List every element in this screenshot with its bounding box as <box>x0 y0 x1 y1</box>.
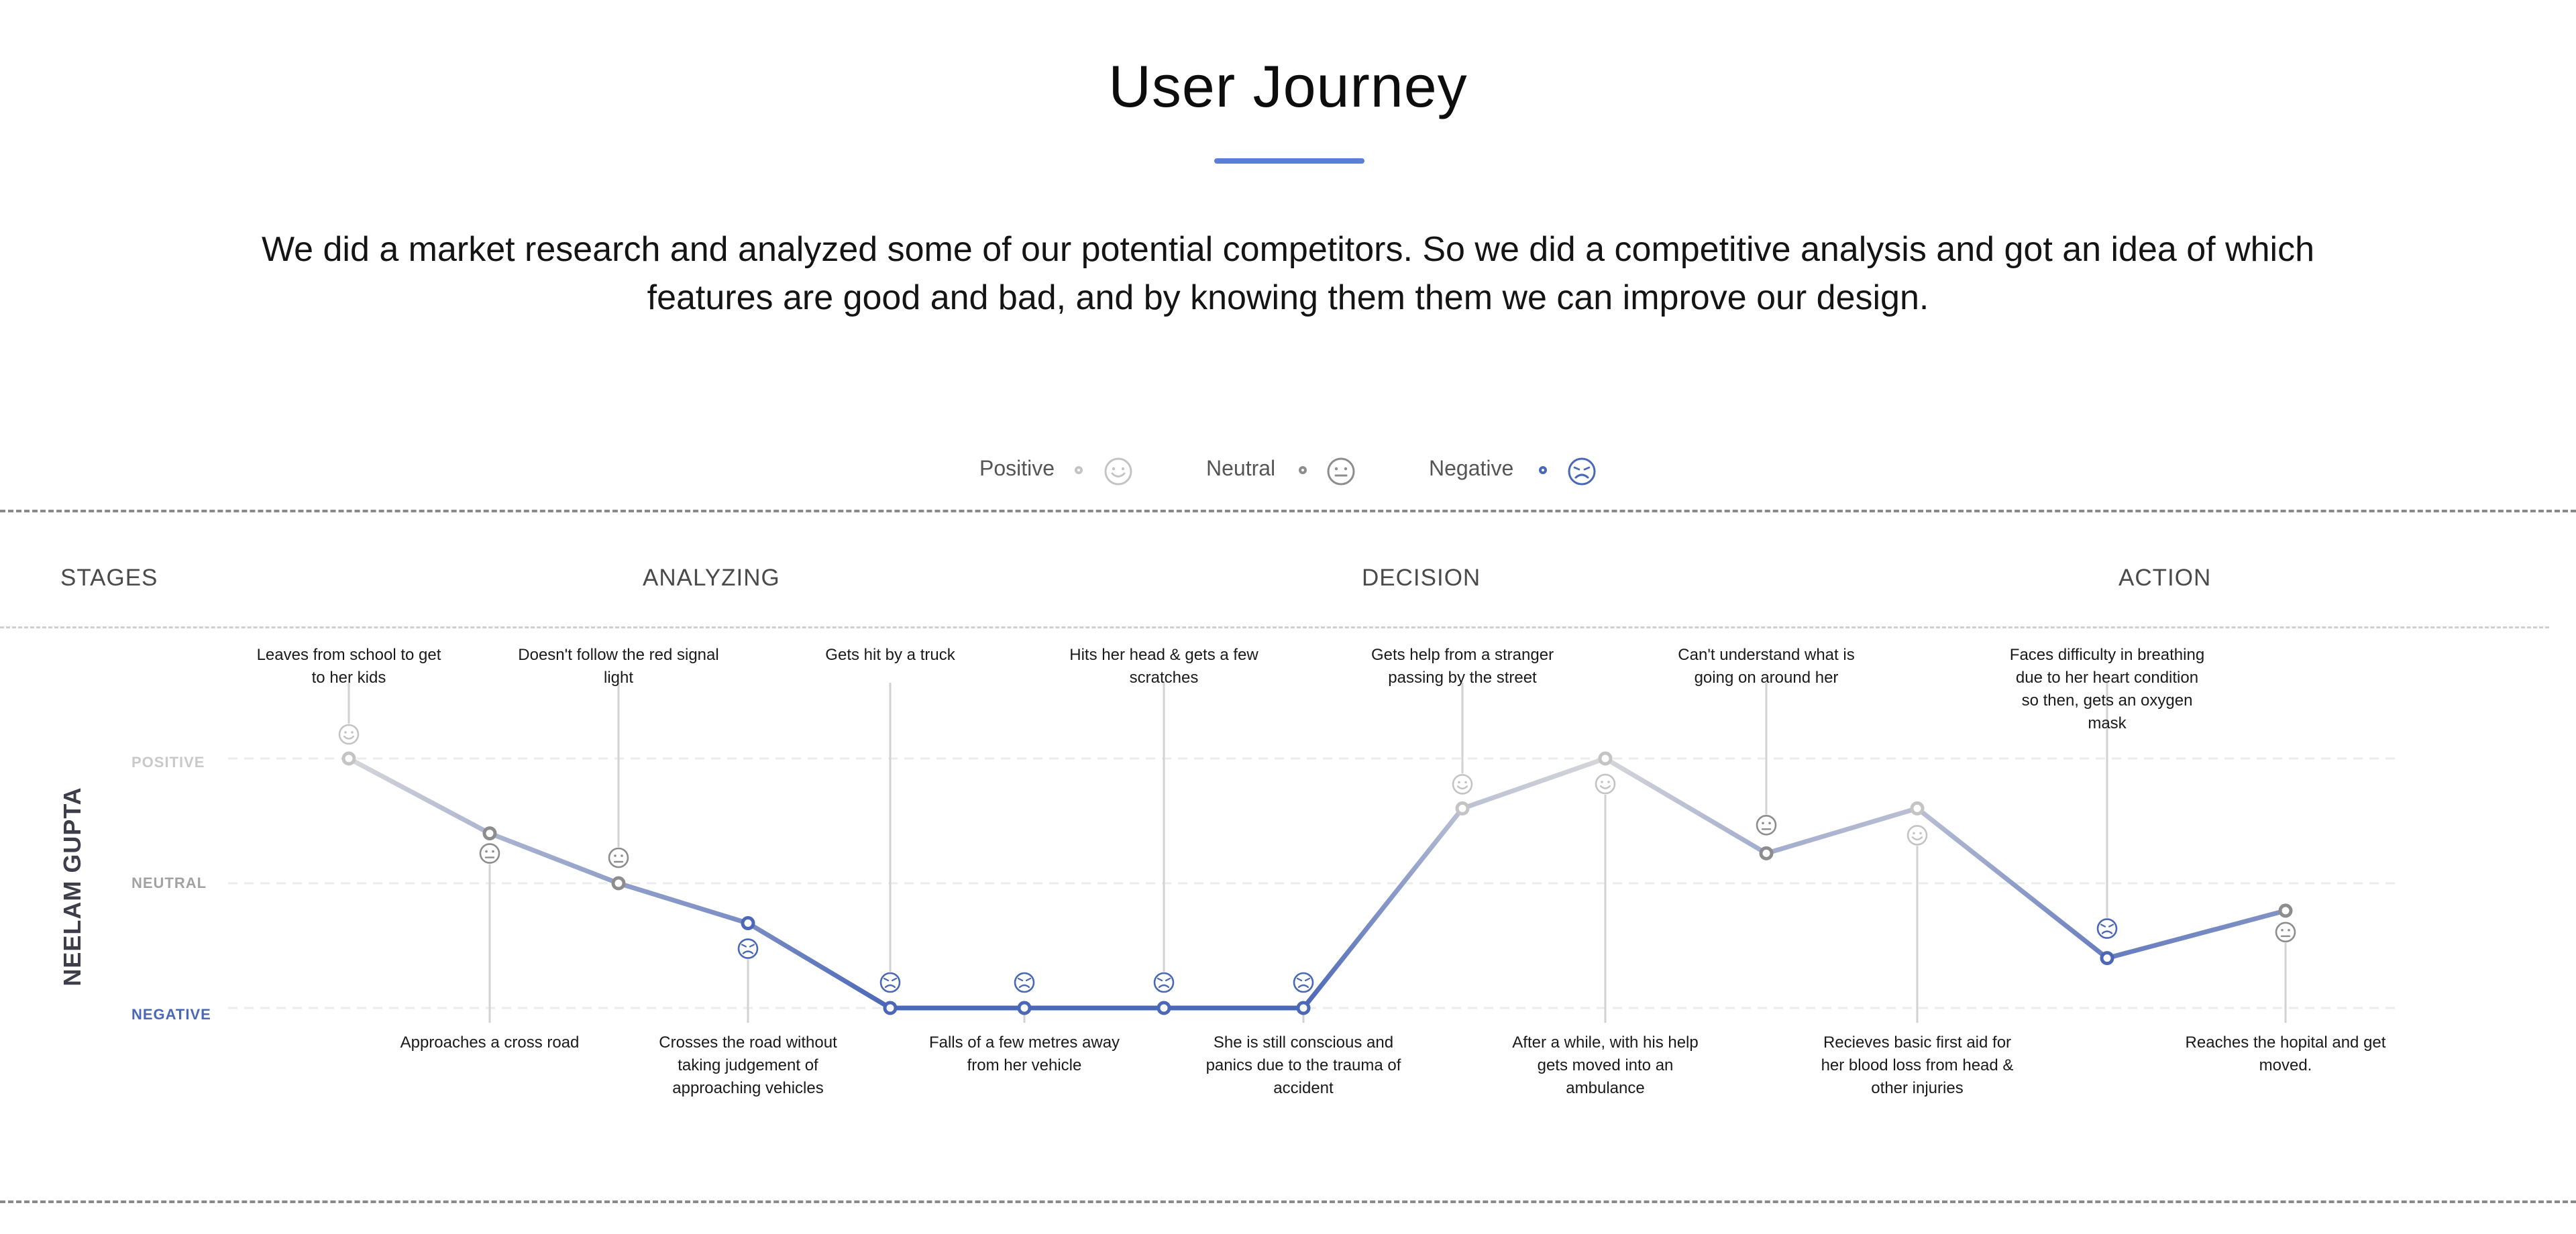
journey-segment <box>1301 805 1465 1011</box>
legend-dot <box>1539 466 1547 474</box>
legend-label: Negative <box>1429 456 1514 480</box>
journey-note: Doesn't follow the red signal light <box>518 646 719 687</box>
sad-face-icon <box>2096 918 2118 939</box>
journey-point <box>1017 1001 1032 1015</box>
page-title: User Journey <box>1108 53 1468 119</box>
journey-segment <box>616 881 751 926</box>
smile-icon <box>1452 774 1473 795</box>
journey-note: Reaches the hopital and get moved. <box>2185 1033 2386 1074</box>
journey-segment <box>745 921 893 1011</box>
journey-note: Recieves basic first aid for her blood l… <box>1821 1033 2014 1097</box>
journey-point <box>1598 751 1613 766</box>
neutral-face-icon <box>608 847 629 868</box>
divider-stages <box>0 626 2549 628</box>
journey-note: After a while, with his help gets moved … <box>1512 1033 1699 1097</box>
stage-action: ACTION <box>2118 565 2212 591</box>
journey-note: Faces difficulty in breathing due to her… <box>2009 646 2205 732</box>
journey-segment <box>1460 756 1608 811</box>
divider-top <box>0 510 2576 512</box>
smile-icon <box>1104 457 1132 486</box>
journey-point <box>482 826 497 841</box>
stage-decision: DECISION <box>1362 565 1481 591</box>
journey-note: Hits her head & gets a few scratches <box>1069 646 1258 687</box>
journey-note: Falls of a few metres away from her vehi… <box>928 1033 1120 1074</box>
journey-note: Crosses the road without taking judgemen… <box>659 1033 837 1097</box>
sad-face-icon <box>1293 972 1314 993</box>
legend-label: Positive <box>979 456 1055 480</box>
journey-segment <box>1764 805 1920 856</box>
journey-segment <box>346 756 492 836</box>
journey-point <box>2100 951 2114 966</box>
sad-face-icon <box>737 938 759 959</box>
neutral-face-icon <box>1756 815 1777 836</box>
divider-bottom <box>0 1200 2576 1203</box>
neutral-face-icon <box>2275 921 2296 943</box>
journey-segment <box>2104 908 2288 961</box>
journey-note: Gets hit by a truck <box>825 646 955 664</box>
journey-point <box>1296 1001 1311 1015</box>
journey-note: Leaves from school to get to her kids <box>256 646 441 687</box>
journey-note: Gets help from a stranger passing by the… <box>1371 646 1554 687</box>
journey-point <box>611 876 626 891</box>
sad-face-icon <box>1014 972 1035 993</box>
smile-icon <box>1595 773 1616 795</box>
neutral-face-icon <box>479 843 500 864</box>
journey-segment <box>487 831 621 886</box>
sad-face-icon <box>879 972 901 993</box>
journey-point <box>1157 1001 1171 1015</box>
stage-analyzing: ANALYZING <box>643 565 780 591</box>
journey-point <box>2278 903 2293 918</box>
title-underline <box>1214 158 1364 164</box>
journey-segment <box>1603 756 1769 856</box>
journey-point <box>883 1001 898 1015</box>
journey-point <box>1455 801 1470 816</box>
neutral-face-icon <box>1327 457 1355 486</box>
level-negative: NEGATIVE <box>131 1006 211 1023</box>
sad-face-icon <box>1568 457 1596 486</box>
stages-label: STAGES <box>60 565 158 591</box>
legend-dot <box>1299 466 1307 474</box>
journey-note: She is still conscious and panics due to… <box>1205 1033 1401 1097</box>
journey-point <box>1759 846 1774 860</box>
journey-point <box>741 916 755 931</box>
smile-icon <box>338 724 360 745</box>
journey-note: Can't understand what is going on around… <box>1678 646 1855 687</box>
journey-note: Approaches a cross road <box>400 1033 580 1052</box>
level-neutral: NEUTRAL <box>131 875 207 891</box>
journey-point <box>341 751 356 766</box>
smile-icon <box>1907 825 1928 846</box>
legend-dot <box>1075 466 1083 474</box>
level-positive: POSITIVE <box>131 754 205 771</box>
journey-segment <box>1915 805 2110 961</box>
legend-label: Neutral <box>1206 456 1276 480</box>
sad-face-icon <box>1153 972 1175 993</box>
journey-point <box>1910 801 1925 816</box>
legend: Positive Neutral Negative <box>0 451 2576 491</box>
intro-paragraph: We did a market research and analyzed so… <box>261 230 2315 317</box>
